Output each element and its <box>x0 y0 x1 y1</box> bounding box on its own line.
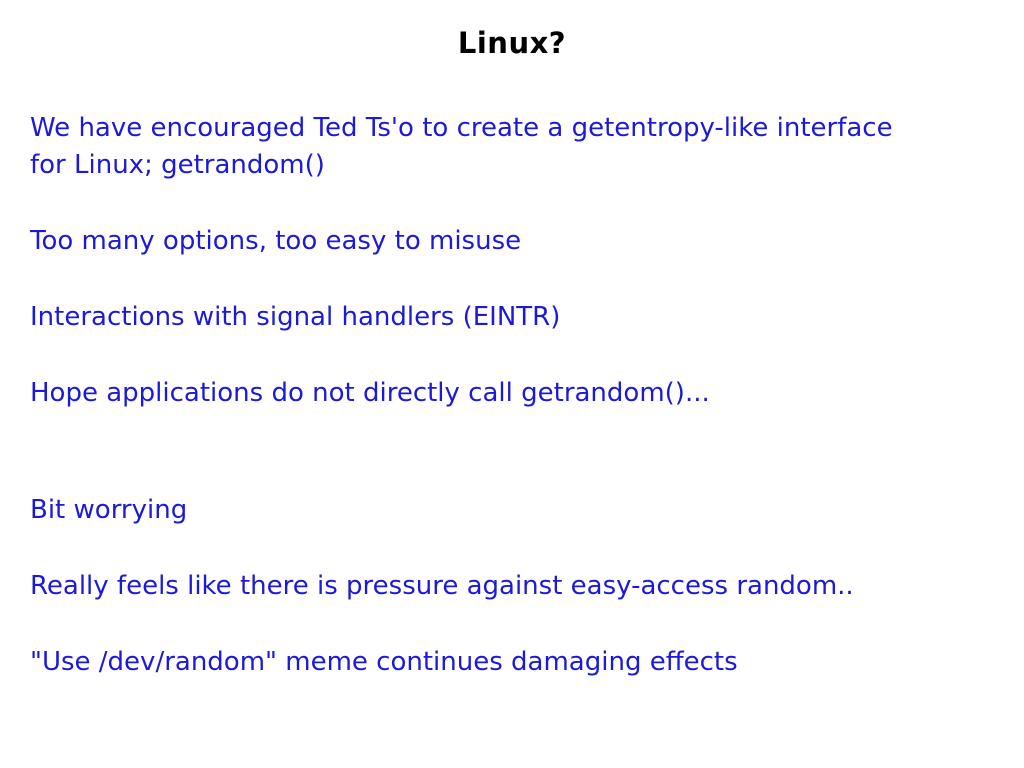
body-line-1: We have encouraged Ted Ts'o to create a … <box>30 113 893 143</box>
body-line-2: for Linux; getrandom() <box>30 150 325 180</box>
body-line-6: Bit worrying <box>30 495 188 525</box>
body-line-5: Hope applications do not directly call g… <box>30 378 710 408</box>
body-line-7: Really feels like there is pressure agai… <box>30 571 854 601</box>
slide-body: We have encouraged Ted Ts'o to create a … <box>30 110 1008 681</box>
slide-title: Linux? <box>457 26 567 60</box>
body-line-3: Too many options, too easy to misuse <box>30 226 522 256</box>
body-line-4: Interactions with signal handlers (EINTR… <box>30 302 561 332</box>
body-line-8: "Use /dev/random" meme continues damagin… <box>30 647 738 677</box>
